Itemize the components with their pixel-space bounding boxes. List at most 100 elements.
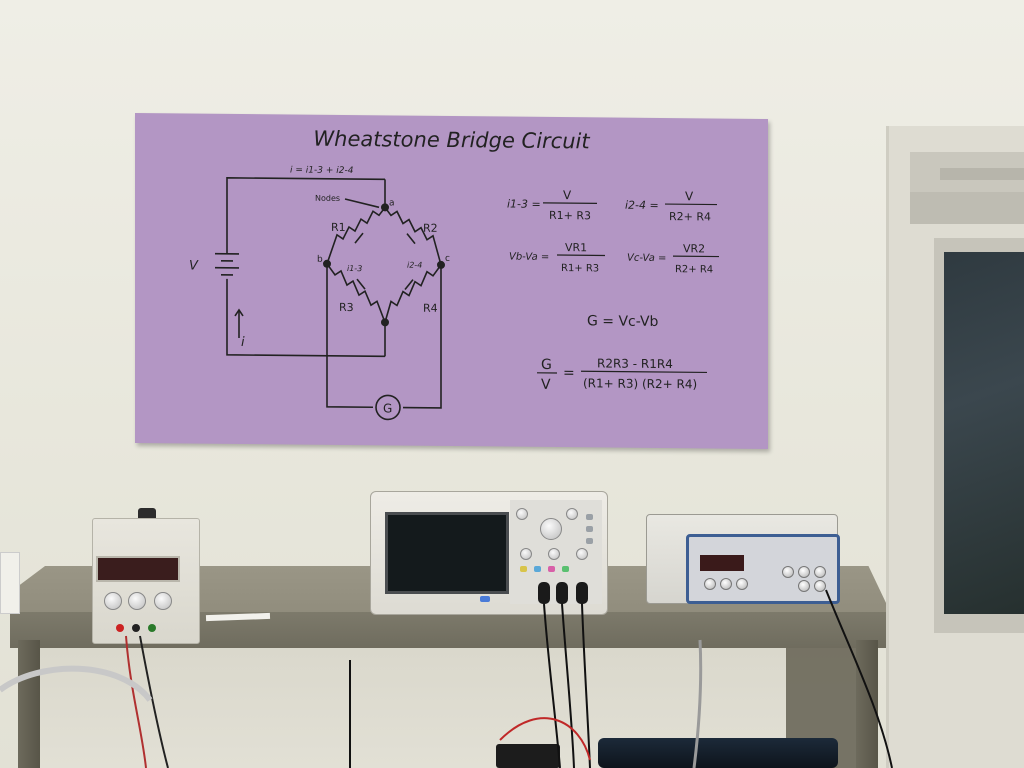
probe-cable-2 <box>561 603 575 768</box>
eq-i24-num: V <box>685 189 694 203</box>
wire-top-left <box>226 177 385 254</box>
psu-jack-red <box>116 624 124 632</box>
eq-gv-lhs-den: V <box>541 377 551 393</box>
eq-i13-lhs: i1-3 = <box>507 198 541 211</box>
current-label: i <box>241 335 245 350</box>
svg-text:=: = <box>563 365 575 381</box>
scope-knob-e <box>576 548 588 560</box>
probe-cable-3 <box>581 603 591 768</box>
scope-btn-ch1 <box>520 566 527 572</box>
branch-current-24-label: i2-4 <box>407 261 422 270</box>
node-b-dot <box>323 259 331 268</box>
fgen-knob-1 <box>704 578 716 590</box>
scope-btn-ch3 <box>548 566 555 572</box>
branch-current-13-label: i1-3 <box>347 264 362 273</box>
eq-vb-den: R1+ R3 <box>561 263 599 274</box>
psu-knob-1 <box>104 592 122 610</box>
node-c-dot <box>437 260 445 269</box>
resistor-r1 <box>326 206 386 265</box>
scope-probe-3 <box>576 582 588 604</box>
function-generator-display <box>700 555 744 571</box>
galvanometer-circle <box>375 394 401 421</box>
nodes-label: Nodes <box>315 194 340 203</box>
resistor-r2 <box>384 206 442 266</box>
wire-galv-right <box>403 264 442 409</box>
scope-btn-blue <box>480 596 490 602</box>
eq-vc-lhs: Vc-Va = <box>627 253 666 264</box>
black-cable-psu <box>139 635 169 768</box>
scope-knob-a <box>516 508 528 520</box>
scope-btn-3 <box>586 538 593 544</box>
galvanometer-label: G <box>383 401 392 415</box>
resistor-r2-label: R2 <box>423 222 438 235</box>
scope-knob-d <box>548 548 560 560</box>
grey-cable-right <box>692 639 703 768</box>
scope-btn-1 <box>586 514 593 520</box>
wire-bottom-left <box>226 278 385 358</box>
eq-vb-num: VR1 <box>565 241 587 254</box>
eq-i24-den: R2+ R4 <box>669 210 711 223</box>
psu-jack-green <box>148 624 156 632</box>
scope-probe-2 <box>556 582 568 604</box>
circuit-diagram: i = i1-3 + i2-4 Nodes a b c V i G R1 R2 … <box>189 165 719 421</box>
fgen-cable <box>825 589 893 768</box>
resistor-r3-label: R3 <box>339 301 354 314</box>
fgen-knob-8 <box>814 580 826 592</box>
node-a-label: a <box>389 198 395 208</box>
floor-device <box>496 744 560 768</box>
resistor-r1-label: R1 <box>331 221 346 234</box>
door-closer-arm <box>940 168 1024 180</box>
shelf-leg-right <box>856 640 878 768</box>
psu-knob-2 <box>128 592 146 610</box>
source-label: V <box>189 258 199 273</box>
resistor-r4 <box>384 264 442 323</box>
eq-gv-lhs-num: G <box>541 357 552 373</box>
fgen-knob-5 <box>798 566 810 578</box>
scope-btn-ch2 <box>534 566 541 572</box>
left-edge-box <box>0 552 20 614</box>
eq-vc-num: VR2 <box>683 242 705 255</box>
eq-vb-lhs: Vb-Va = <box>509 252 549 263</box>
wire-galv-left <box>326 263 373 409</box>
oscilloscope-screen <box>385 512 509 594</box>
fgen-knob-6 <box>814 566 826 578</box>
red-floor-cable <box>499 717 591 761</box>
door-closer-body <box>910 192 1024 224</box>
probe-cable-1 <box>543 603 561 768</box>
eq-gv-num: R2R3 - R1R4 <box>597 356 673 371</box>
scope-knob-b <box>566 508 578 520</box>
scope-btn-2 <box>586 526 593 532</box>
node-b-label: b <box>317 255 323 265</box>
eq-vc-den: R2+ R4 <box>675 264 713 275</box>
psu-display <box>96 556 180 582</box>
eq-i24-lhs: i2-4 = <box>625 199 659 212</box>
scope-probe-1 <box>538 582 550 604</box>
eq-i13-num: V <box>563 188 572 202</box>
door-closer <box>910 152 1024 224</box>
fgen-knob-4 <box>782 566 794 578</box>
scope-main-knob <box>540 518 562 540</box>
node-c-label: c <box>445 254 450 264</box>
eq-g: G = Vc-Vb <box>587 313 659 330</box>
eq-i13-den: R1+ R3 <box>549 209 591 222</box>
current-sum-label: i = i1-3 + i2-4 <box>290 165 354 176</box>
eq-gv-den: (R1+ R3) (R2+ R4) <box>583 376 697 391</box>
scope-knob-c <box>520 548 532 560</box>
wheatstone-poster: Wheatstone Bridge Circuit <box>135 112 768 450</box>
psu-jack-black <box>132 624 140 632</box>
scope-btn-ch4 <box>562 566 569 572</box>
fgen-knob-2 <box>720 578 732 590</box>
node-d-dot <box>381 318 389 327</box>
resistor-r3 <box>326 263 386 323</box>
nodes-pointer <box>344 198 380 209</box>
psu-knob-3 <box>154 592 172 610</box>
fgen-knob-7 <box>798 580 810 592</box>
door-window-glass <box>944 252 1024 614</box>
red-cable-psu <box>125 635 147 768</box>
resistor-r4-label: R4 <box>423 302 438 315</box>
grey-hose <box>0 665 153 702</box>
node-a-dot <box>381 203 389 212</box>
floor-equipment <box>598 738 838 768</box>
fgen-knob-3 <box>736 578 748 590</box>
